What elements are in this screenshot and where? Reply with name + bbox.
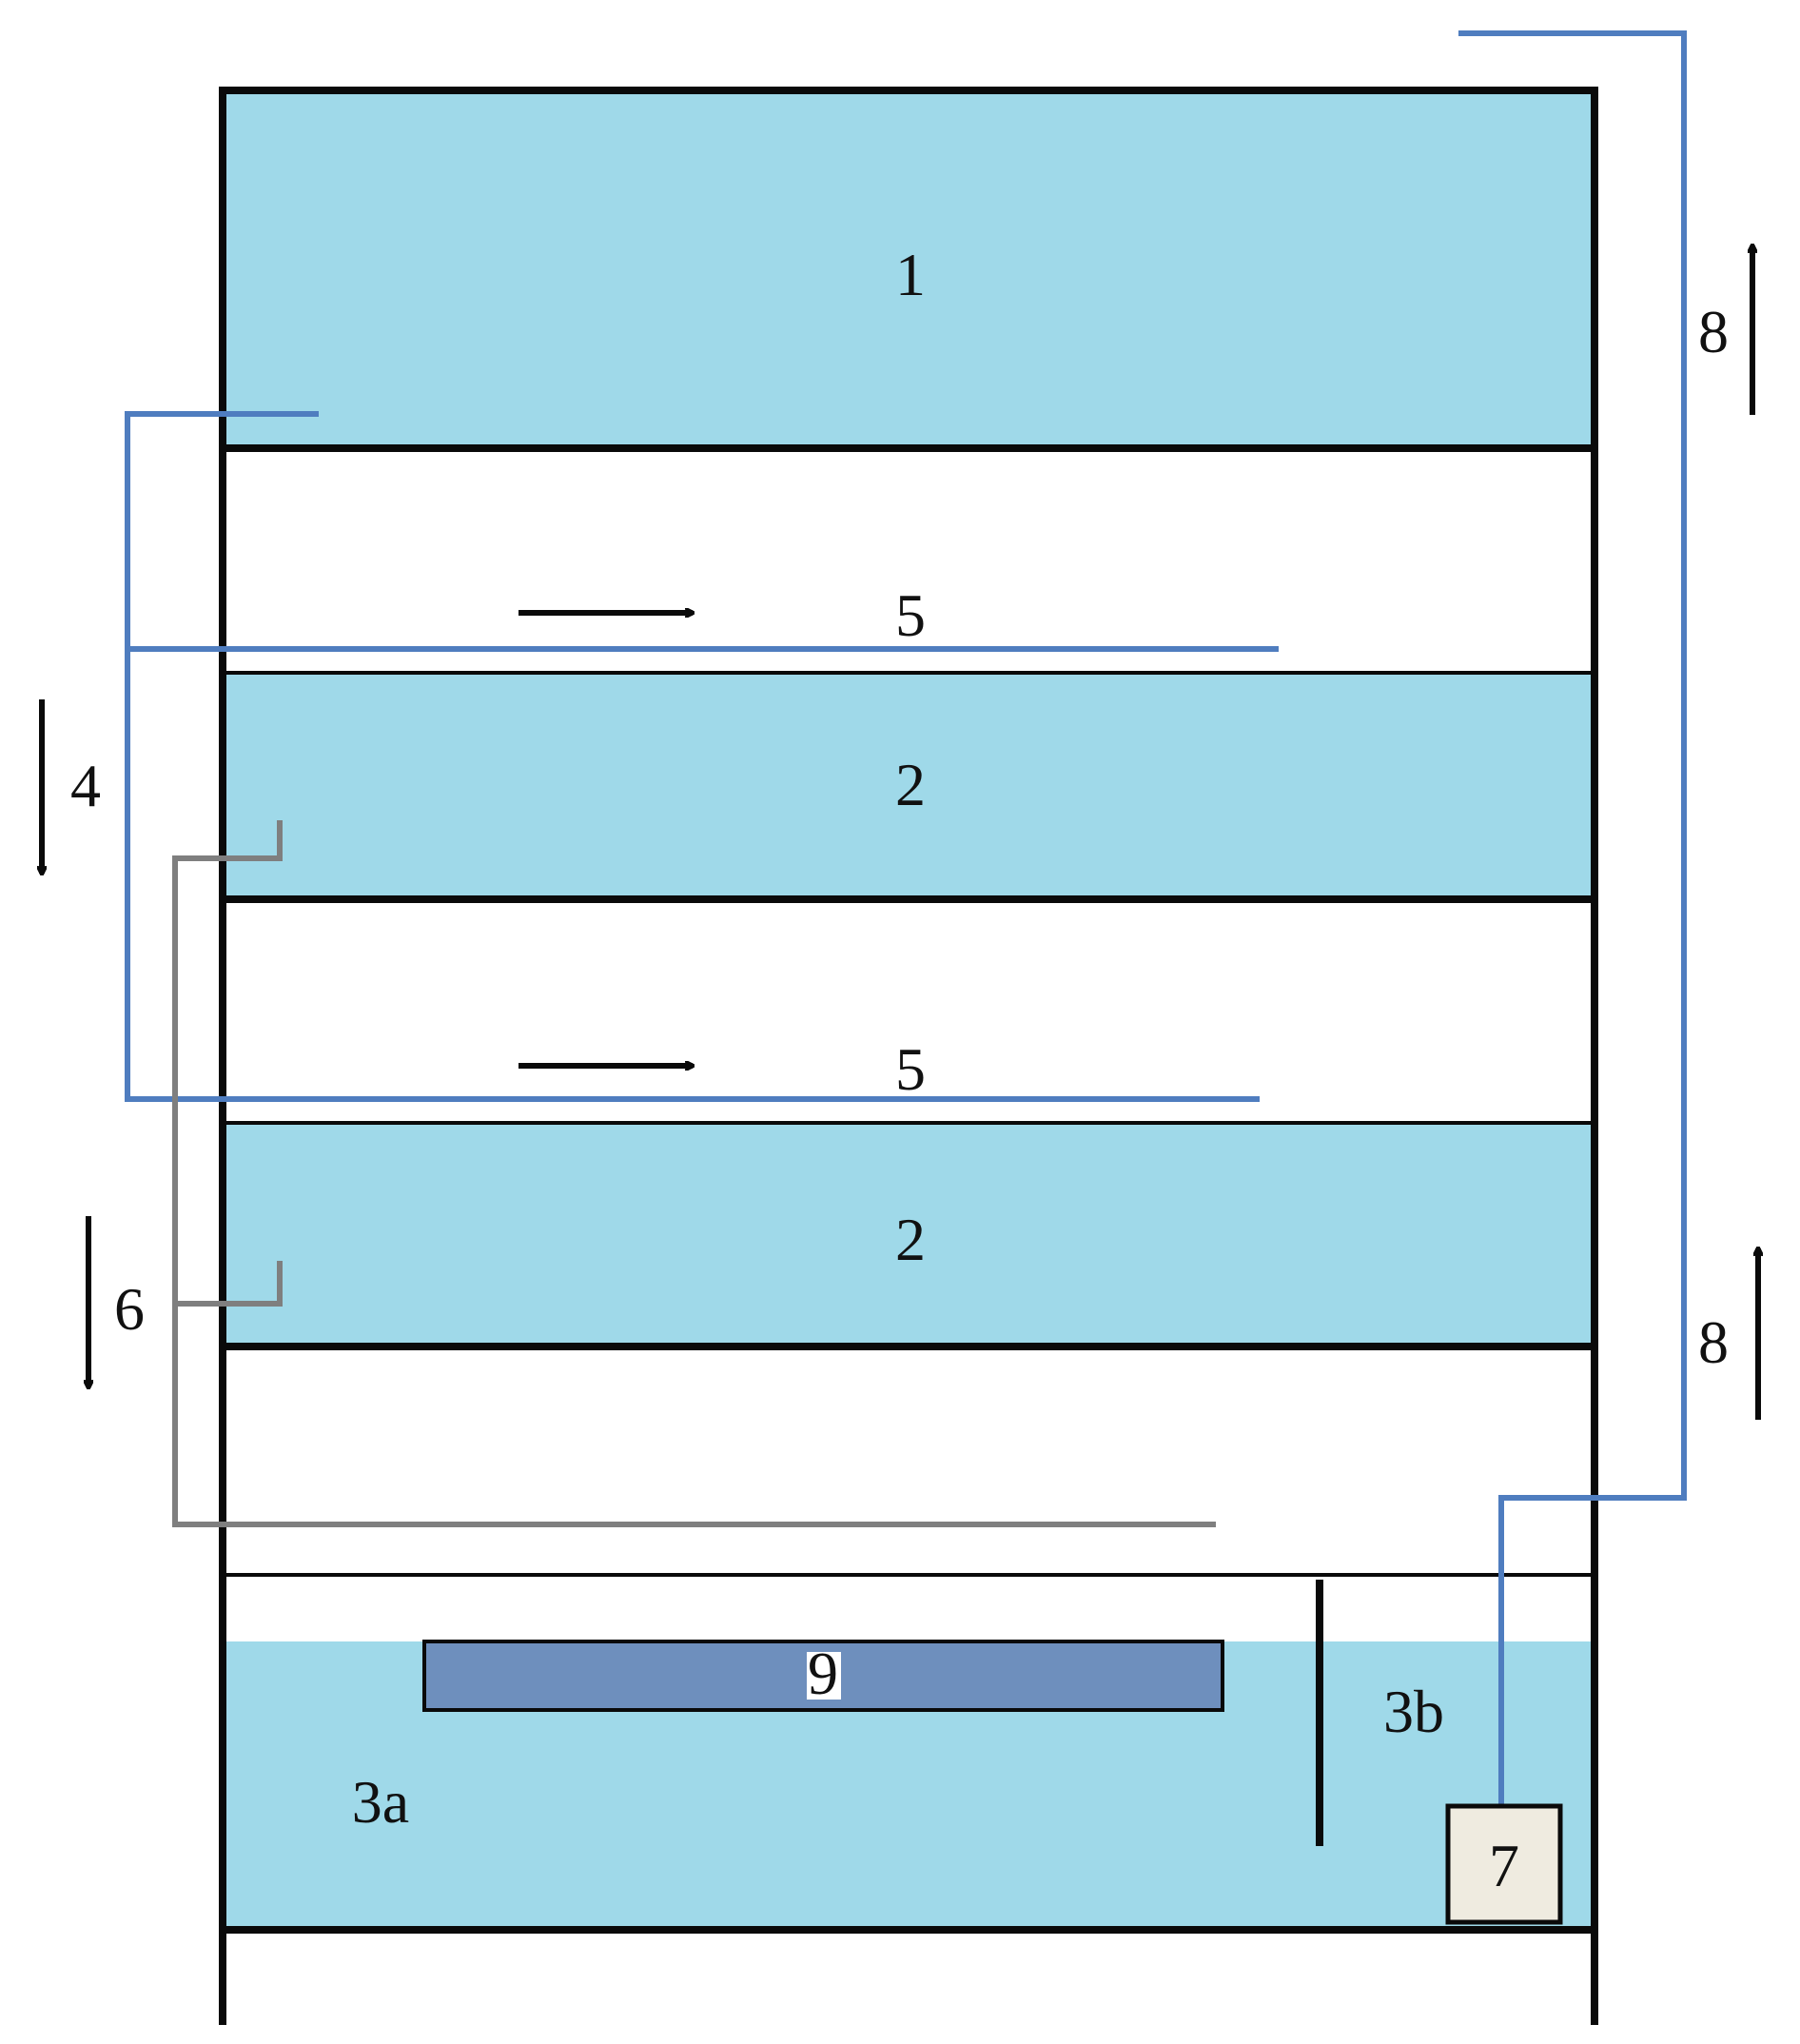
flow-6-label: 6 [114,1275,145,1343]
flow-4-label: 4 [70,752,101,819]
pump-label: 7 [1489,1832,1519,1899]
gray-drain-pipe [172,820,1216,1527]
pump [1445,1803,1563,1925]
heater-label-bg [807,1652,841,1700]
flow-8-upper-label: 8 [1698,298,1729,365]
sump-3a-label: 3a [352,1768,409,1836]
tank-2b-water [225,1123,1591,1344]
blue-return-pipe [1458,30,1687,1806]
flow-8-lower-label: 8 [1698,1308,1729,1376]
tier-2b-label: 2 [895,1206,926,1273]
heater-label: 9 [808,1640,838,1707]
gap-5-lower-label: 5 [895,1035,926,1103]
gap-5-upper-label: 5 [895,581,926,649]
sump-3b-label: 3b [1383,1678,1444,1745]
rack-frame [219,87,1598,2025]
tier-2a-label: 2 [895,751,926,818]
tier-1-label: 1 [895,241,926,308]
blue-supply-pipe [125,411,1279,1102]
tank-1-water [225,90,1591,448]
tank-2a-water [225,673,1591,897]
